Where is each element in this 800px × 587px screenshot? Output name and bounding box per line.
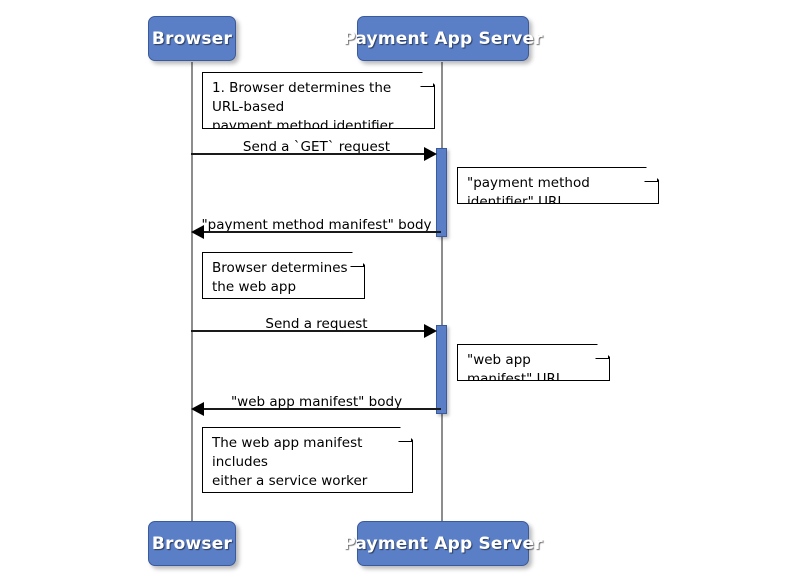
- message-line-web-app-manifest-body: [203, 408, 441, 410]
- note-4-text: "web app manifest" URL: [467, 352, 564, 387]
- participant-payment-app-server-top[interactable]: Payment App Server: [343, 16, 543, 61]
- activation-bar-server-1: [436, 148, 447, 237]
- arrowhead-payment-method-manifest-body: [191, 225, 204, 239]
- message-line-send-a-request: [191, 330, 428, 332]
- participant-browser-bottom[interactable]: Browser: [148, 521, 236, 566]
- participant-payment-app-server-top-label: Payment App Server: [343, 28, 543, 49]
- message-label-web-app-manifest-body: "web app manifest" body: [192, 394, 441, 410]
- participant-browser-top-label: Browser: [151, 28, 233, 49]
- note-url-based-payment-method-identifier: 1. Browser determines the URL-based paym…: [202, 72, 435, 129]
- message-label-payment-method-manifest-body: "payment method manifest" body: [192, 217, 441, 233]
- arrowhead-send-get-request: [424, 147, 437, 161]
- arrowhead-send-a-request: [424, 324, 437, 338]
- participant-payment-app-server-bottom[interactable]: Payment App Server: [343, 521, 543, 566]
- activation-bar-server-2: [436, 325, 447, 414]
- lifeline-payment-app-server: [441, 62, 443, 521]
- arrowhead-web-app-manifest-body: [191, 402, 204, 416]
- message-line-payment-method-manifest-body: [203, 231, 441, 233]
- lifeline-browser: [191, 62, 193, 521]
- note-3-text: Browser determines the web app manifest …: [212, 260, 348, 314]
- note-1-text: 1. Browser determines the URL-based paym…: [212, 80, 394, 134]
- note-payment-method-identifier-url: "payment method identifier" URL: [457, 167, 659, 204]
- note-web-app-manifest-url: "web app manifest" URL: [457, 344, 610, 381]
- message-label-send-get-request: Send a `GET` request: [192, 139, 441, 155]
- note-browser-determines-web-app-manifest-url: Browser determines the web app manifest …: [202, 252, 365, 299]
- message-line-send-get-request: [191, 153, 428, 155]
- message-2-text: "payment method manifest" body: [201, 217, 432, 233]
- message-1-text: Send a `GET` request: [242, 139, 391, 155]
- note-web-app-manifest-includes: The web app manifest includes either a s…: [202, 427, 413, 493]
- message-3-text: Send a request: [265, 316, 368, 332]
- note-2-text: "payment method identifier" URL: [467, 175, 590, 210]
- participant-browser-top[interactable]: Browser: [148, 16, 236, 61]
- message-label-send-a-request: Send a request: [192, 316, 441, 332]
- message-4-text: "web app manifest" body: [230, 394, 403, 410]
- participant-browser-bottom-label: Browser: [151, 533, 233, 554]
- participant-payment-app-server-bottom-label: Payment App Server: [343, 533, 543, 554]
